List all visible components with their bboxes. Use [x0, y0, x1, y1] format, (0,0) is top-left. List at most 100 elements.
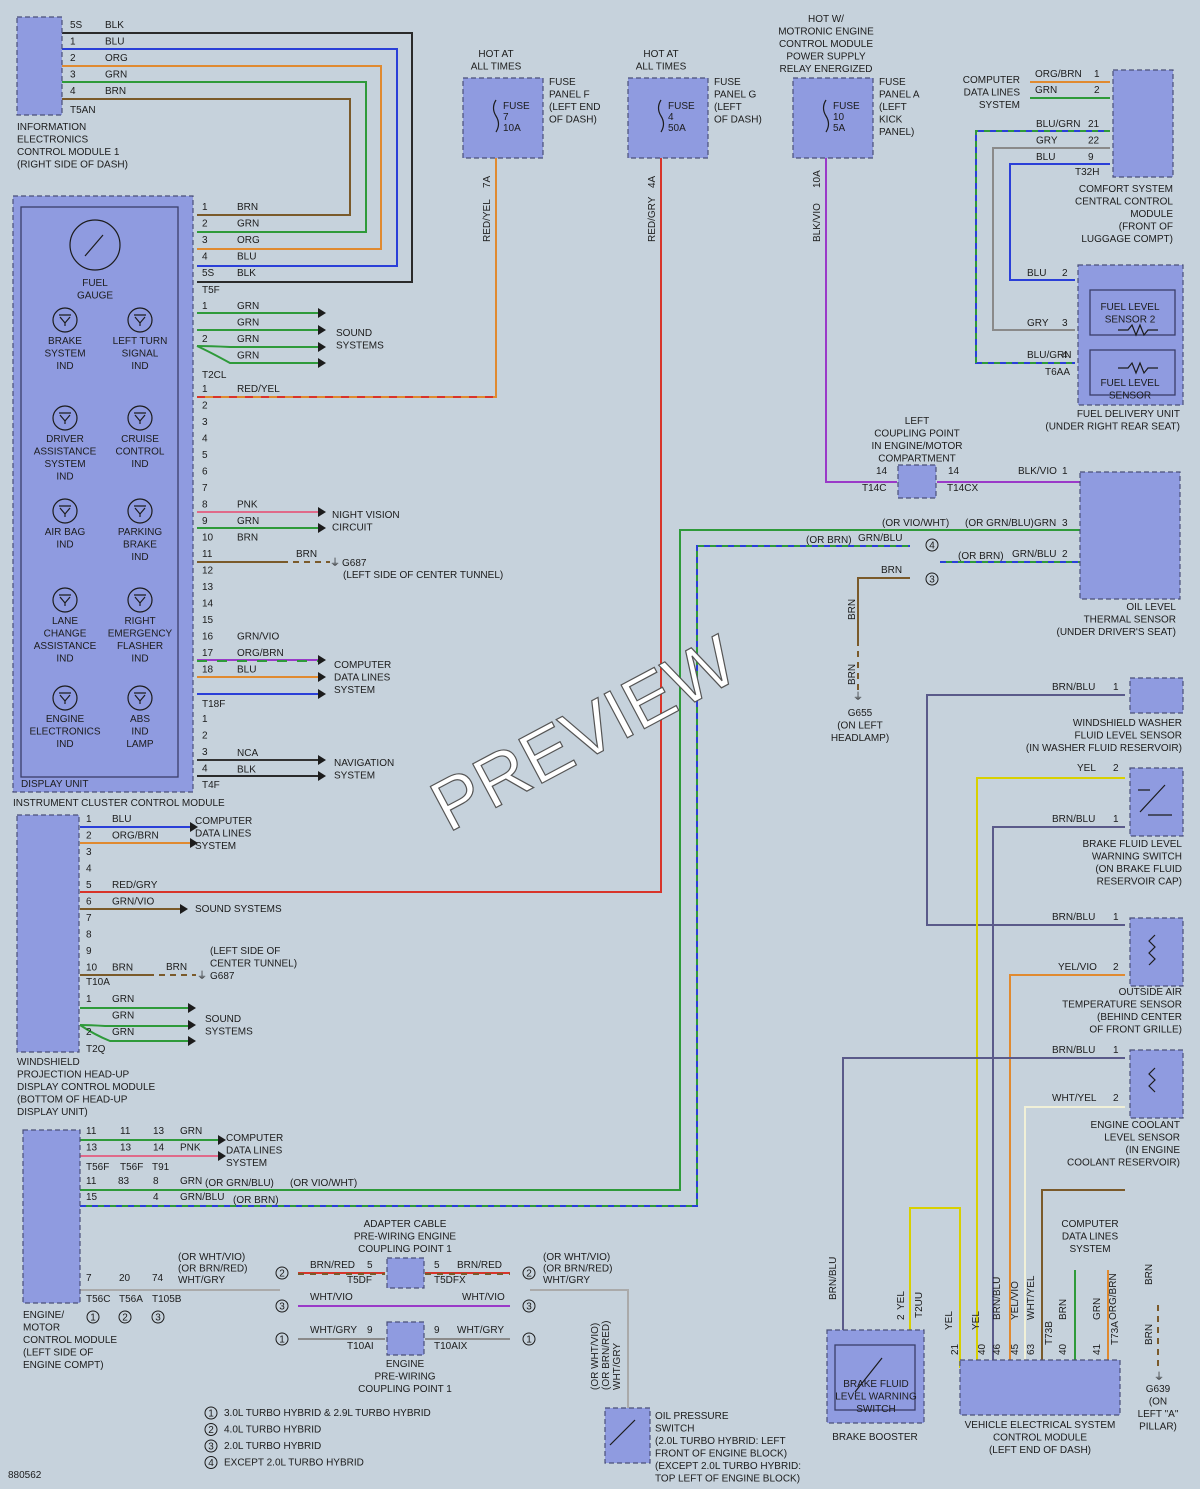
wire-color: GRY — [1036, 136, 1058, 147]
pin-number: 8 — [202, 500, 208, 511]
wire-color: BRN/BLU — [992, 1277, 1003, 1320]
pin-number: 5 — [367, 1260, 373, 1271]
wire-color: WHT/VIO — [310, 1292, 353, 1303]
pin-number: 6 — [86, 897, 92, 908]
connector-label: T56A — [119, 1294, 143, 1305]
note-marker — [925, 572, 939, 586]
outside-air-label: TEMPERATURE SENSOR — [1062, 1000, 1182, 1011]
connector-label: T6AA — [1045, 367, 1070, 378]
wire-color: BRN/BLU — [828, 1257, 839, 1300]
pin-number: 4 — [202, 434, 208, 445]
wire-color: YEL — [971, 1311, 982, 1330]
pin-number: 14 — [948, 466, 960, 477]
ecm-label: ENGINE/ — [23, 1310, 64, 1321]
coupling-box — [897, 464, 937, 499]
gauge-needle-icon — [84, 234, 104, 257]
indicator-label: SYSTEM — [44, 349, 85, 360]
coupling-label: LEFT — [905, 416, 929, 427]
night-vision-label: CIRCUIT — [332, 523, 373, 534]
wire-color: GRN — [237, 516, 259, 527]
sound-systems-label: SYSTEMS — [205, 1027, 253, 1038]
washer-box — [1129, 677, 1184, 714]
sound-systems-label: SYSTEMS — [336, 341, 384, 352]
wire-color: BLU — [105, 37, 124, 48]
pin-number: 1 — [202, 714, 208, 725]
indicator-label: IND — [131, 727, 148, 738]
pin-number: 63 — [1026, 1343, 1037, 1355]
wire-color: BRN — [166, 962, 187, 973]
info-module-label: ELECTRONICS — [17, 135, 88, 146]
wire-alt: (OR BRN) — [806, 535, 852, 546]
wire-color: BRN/RED — [457, 1260, 502, 1271]
info-module-label: (RIGHT SIDE OF DASH) — [17, 160, 128, 171]
pin-number: 40 — [977, 1343, 988, 1355]
pin-number: 2 — [1113, 763, 1119, 774]
pin-number: 1 — [1062, 466, 1068, 477]
note-marker — [522, 1332, 536, 1346]
pin-number: 2 — [1094, 85, 1100, 96]
hot-label: MOTRONIC ENGINE — [778, 27, 874, 38]
fuse-panel-label: (LEFT — [714, 102, 742, 113]
ground-icon: ⏚ — [1154, 1371, 1164, 1383]
pin-number: 8 — [153, 1176, 159, 1187]
pin-number: 7 — [202, 483, 208, 494]
brake-switch-label: BRAKE FLUID LEVEL — [1083, 839, 1183, 850]
pin-number: 41 — [1092, 1343, 1103, 1355]
oil-pressure-label: OIL PRESSURE — [655, 1411, 729, 1422]
wire-color: BRN — [847, 599, 858, 620]
arrow-icon — [190, 822, 198, 832]
indicator-label: IND — [56, 361, 73, 372]
wire-alt: (OR GRN/BLU) — [965, 518, 1034, 529]
wire-color: BLK — [105, 20, 124, 31]
indicator-label: ASSISTANCE — [34, 447, 97, 458]
arrow-icon — [318, 655, 326, 665]
fuel-sensor-2-label: SENSOR 2 — [1105, 315, 1156, 326]
adapter-label: ADAPTER CABLE — [364, 1219, 447, 1230]
cdl-label: COMPUTER — [1061, 1219, 1118, 1230]
note-number: 3 — [155, 1313, 161, 1324]
wire-color: BRN — [881, 565, 902, 576]
wire-color: YEL — [896, 1291, 907, 1310]
wire-color: NCA — [237, 748, 258, 759]
note-number: 3 — [526, 1302, 532, 1313]
wire-color: WHT/YEL — [1052, 1093, 1097, 1104]
booster-switch-label: BRAKE FLUID — [843, 1379, 909, 1390]
led-symbol-icon — [134, 314, 146, 326]
wire-color: GRN — [237, 301, 259, 312]
g655-label: HEADLAMP) — [831, 733, 889, 744]
legend-number: 4 — [208, 1458, 214, 1469]
pin-number: 9 — [367, 1325, 373, 1336]
hud-box — [16, 814, 80, 1053]
comfort-label: CENTRAL CONTROL — [1075, 197, 1173, 208]
pin-number: 2 — [1062, 549, 1068, 560]
wire-color: BRN — [105, 86, 126, 97]
outside-air-label: (BEHIND CENTER — [1097, 1012, 1182, 1023]
arrow-icon — [318, 342, 326, 352]
connector-label: T2UU — [914, 1292, 925, 1318]
cluster-label: INSTRUMENT CLUSTER CONTROL MODULE — [13, 798, 225, 809]
wire-color: BLK — [237, 765, 256, 776]
indicator-lamp-icon — [127, 685, 153, 711]
legend-text: 2.0L TURBO HYBRID — [224, 1441, 321, 1452]
pin-number: 9 — [434, 1325, 440, 1336]
legend-text: 3.0L TURBO HYBRID & 2.9L TURBO HYBRID — [224, 1408, 431, 1419]
note-marker — [275, 1332, 289, 1346]
washer-label: (IN WASHER FLUID RESERVOIR) — [1026, 743, 1182, 754]
figure-id: 880562 — [8, 1470, 42, 1481]
prewire-label: PRE-WIRING — [374, 1372, 435, 1383]
led-symbol-icon — [134, 505, 146, 517]
wire-color: ORG/BRN — [1108, 1273, 1119, 1320]
pin-number: 11 — [86, 1176, 97, 1187]
g655-label: G655 — [848, 708, 873, 719]
oil-pressure-label: (EXCEPT 2.0L TURBO HYBRID: — [655, 1461, 801, 1472]
fuse-label: FUSE — [668, 101, 695, 112]
wire-color: BLU — [237, 665, 256, 676]
connector-label: T32H — [1075, 167, 1099, 178]
wire-color: BLU — [237, 252, 256, 263]
arrow-icon — [188, 1036, 196, 1046]
g655-label: (ON LEFT — [837, 721, 883, 732]
fuse-label: FUSE — [833, 101, 860, 112]
arrow-icon — [188, 1020, 196, 1030]
oil-pressure-label: FRONT OF ENGINE BLOCK) — [655, 1449, 787, 1460]
